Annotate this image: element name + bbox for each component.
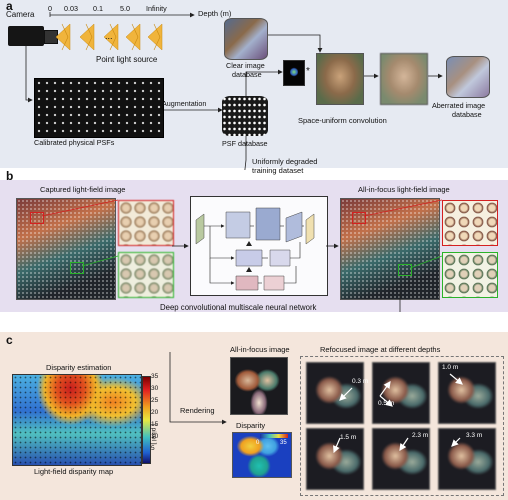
- panel-a-letter: a: [6, 0, 13, 13]
- captured-lf-label: Captured light-field image: [40, 185, 126, 194]
- captured-red-zoom: [118, 200, 174, 246]
- disparity-range-min: 0: [256, 440, 260, 446]
- clear-db-line2: database: [232, 70, 262, 79]
- convolution-star: *: [306, 66, 310, 77]
- panel-a-diagram-lines: [25, 12, 443, 170]
- allfocus-lf-label: All-in-focus light-field image: [358, 185, 450, 194]
- disparity-mini-colorbar: [260, 434, 288, 438]
- convolution-label: Space-uniform convolution: [298, 116, 387, 125]
- panel-b-diagram-lines: [41, 199, 443, 312]
- allfocus-red-zoom: [442, 200, 498, 246]
- clear-db-line1: Clear image: [226, 61, 265, 70]
- clear-cat-image: [316, 53, 364, 105]
- disparity-thumbnail: [232, 432, 292, 478]
- colorbar-tick-15: 15: [151, 421, 159, 428]
- training-dataset-line2: training dataset: [252, 166, 304, 175]
- disparity-colorbar: [142, 376, 151, 464]
- depth-tick-2: 0.1: [93, 4, 103, 13]
- colorbar-tick-10: 10: [151, 433, 159, 440]
- aberrated-db-line1: Aberrated image: [432, 101, 486, 110]
- refocus-image-6: [438, 428, 496, 490]
- depth-tick-1: 0.03: [64, 4, 78, 13]
- colorbar-tick-35: 35: [151, 373, 159, 380]
- aberrated-db-line2: database: [452, 110, 482, 119]
- lf-disparity-map: [12, 374, 142, 466]
- depth-tick-0: 0: [48, 4, 52, 13]
- captured-lf-image: [16, 198, 116, 300]
- panel-c-diagram-lines: [169, 352, 227, 425]
- depth-label-0-3m: 0.3 m: [352, 378, 369, 385]
- refocus-image-5: [372, 428, 430, 490]
- network-diagram-box: [190, 196, 328, 296]
- refocused-images-frame: [300, 356, 504, 496]
- aberrated-image-database-icon: [446, 56, 490, 98]
- augmentation-label: Augmentation: [162, 99, 207, 108]
- psf-kernel-thumbnail: [283, 60, 305, 86]
- camera-icon: [8, 26, 44, 46]
- allfocus-lf-image: [340, 198, 440, 300]
- colorbar-tick-30: 30: [151, 385, 159, 392]
- depth-label-3-3m: 3.3 m: [466, 432, 483, 439]
- panel-b-letter: b: [6, 169, 14, 183]
- panel-c-letter: c: [6, 333, 13, 347]
- colorbar-tick-20: 20: [151, 409, 159, 416]
- depth-label-1-5m: 1.5 m: [340, 434, 357, 441]
- allfocus-red-roi: [352, 212, 366, 224]
- refocus-image-1: [306, 362, 364, 424]
- captured-red-roi: [30, 212, 44, 224]
- disparity-label: Disparity: [236, 421, 266, 430]
- cone-ellipsis: ...: [105, 31, 113, 41]
- disparity-estimation-label: Disparity estimation: [46, 363, 112, 372]
- captured-green-zoom: [118, 252, 174, 298]
- lf-disparity-map-label: Light-field disparity map: [34, 467, 114, 476]
- calibrated-psf-grid: [34, 78, 164, 138]
- depth-axis-label: Depth (m): [198, 9, 232, 18]
- allfocus-green-zoom: [442, 252, 498, 298]
- psf-grid-ellipsis: ...: [140, 99, 146, 108]
- depth-label-1-0m: 1.0 m: [442, 364, 459, 371]
- captured-green-roi: [70, 262, 84, 274]
- refocus-arrows: [333, 373, 463, 454]
- colorbar-tick-5: 5: [151, 445, 155, 452]
- depth-label-2-3m: 2.3 m: [412, 432, 429, 439]
- colorbar-tick-25: 25: [151, 397, 159, 404]
- aberrated-cat-image: [380, 53, 428, 105]
- disparity-range-max: 35: [280, 440, 287, 446]
- rendering-label: Rendering: [180, 406, 215, 415]
- allfocus-image: [230, 357, 288, 415]
- psf-database-label: PSF database: [222, 139, 268, 148]
- refocus-image-3: [438, 362, 496, 424]
- network-label: Deep convolutional multiscale neural net…: [160, 303, 317, 312]
- depth-tick-3: 5.0: [120, 4, 130, 13]
- depth-label-0-5m: 0.5 m: [378, 400, 395, 407]
- calibrated-psfs-label: Calibrated physical PSFs: [34, 138, 115, 147]
- allfocus-green-roi: [398, 264, 412, 276]
- psf-database-icon: [222, 96, 268, 136]
- refocus-image-4: [306, 428, 364, 490]
- training-dataset-line1: Uniformly degraded: [252, 157, 318, 166]
- allfocus-image-label: All-in-focus image: [230, 345, 290, 354]
- camera-label: Camera: [6, 10, 35, 19]
- clear-image-database-icon: [224, 18, 268, 60]
- depth-tick-4: Infinity: [146, 4, 167, 13]
- refocused-label: Refocused image at different depths: [320, 345, 441, 354]
- point-light-label: Point light source: [96, 55, 158, 64]
